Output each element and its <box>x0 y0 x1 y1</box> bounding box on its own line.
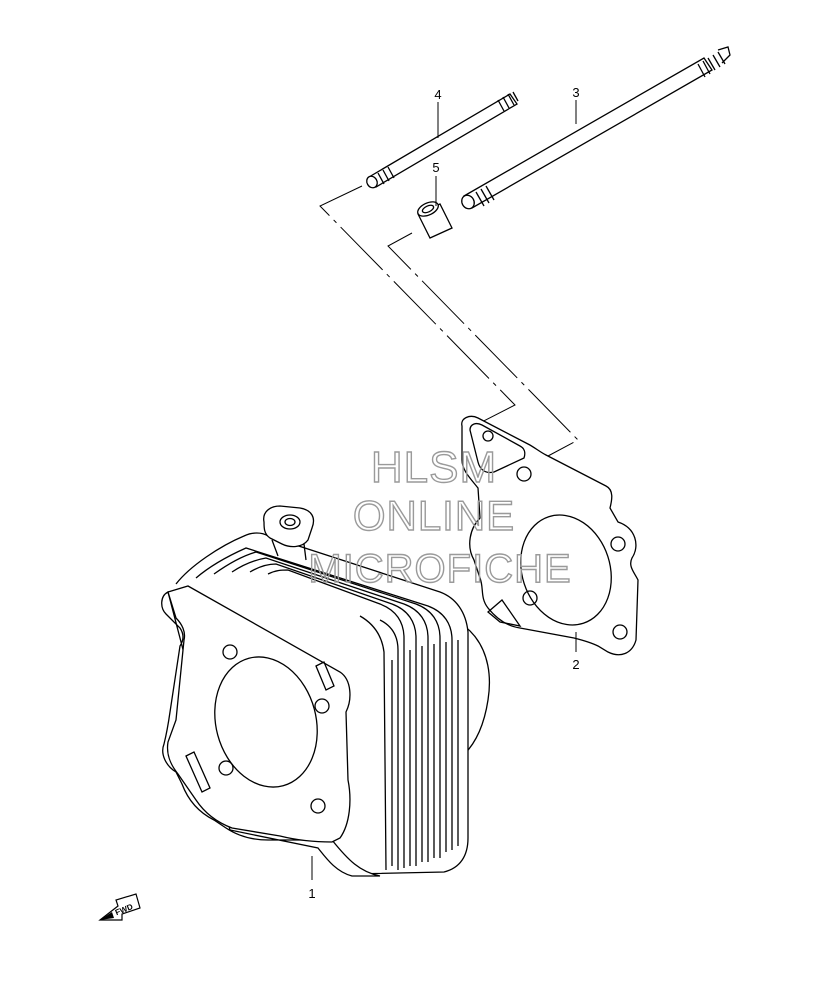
callout-1: 1 <box>308 886 315 901</box>
callout-leaders <box>311 100 577 880</box>
cylinder-gasket[interactable] <box>461 415 639 656</box>
watermark-line1: HLSM <box>371 443 497 492</box>
assembly-bracket-lines <box>319 185 579 457</box>
callout-3: 3 <box>572 85 579 100</box>
callout-4: 4 <box>434 87 441 102</box>
dowel-pin[interactable] <box>415 199 453 239</box>
watermark-line2: ONLINE <box>353 492 515 539</box>
forward-direction-arrow-icon: FWD <box>98 893 141 921</box>
long-stud-bolt[interactable] <box>459 46 731 211</box>
callout-2: 2 <box>572 657 579 672</box>
watermark: HLSM ONLINE MICROFICHE <box>308 442 572 591</box>
short-stud-bolt[interactable] <box>365 91 519 190</box>
callout-5: 5 <box>432 160 439 175</box>
cylinder[interactable] <box>161 505 490 877</box>
watermark-line3: MICROFICHE <box>308 547 571 591</box>
